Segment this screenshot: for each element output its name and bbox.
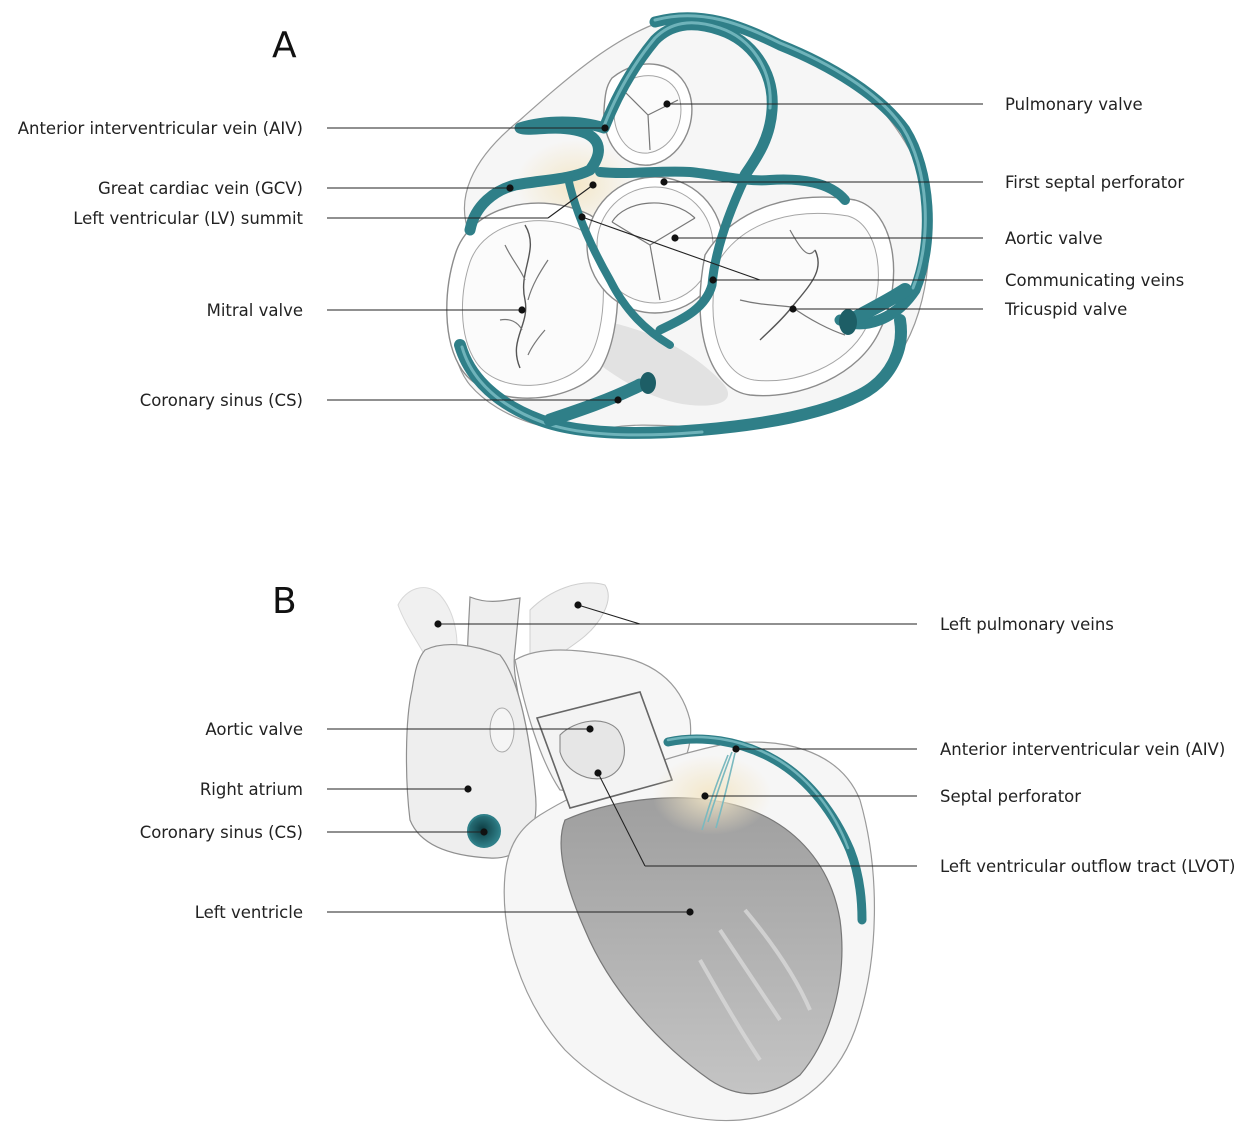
pulmonary-vein-right [530,583,608,661]
label-left-pulmonary-veins: Left pulmonary veins [940,615,1114,634]
panel-b: B [140,581,1236,1121]
panel-b-letter: B [272,581,297,622]
vein-opening-right [839,309,857,335]
right-atrium-appendage [490,708,514,752]
label-lv-summit: Left ventricular (LV) summit [73,209,303,228]
label-aiv-b: Anterior interventricular vein (AIV) [940,740,1225,759]
label-left-ventricle: Left ventricle [195,903,303,922]
label-lvot: Left ventricular outflow tract (LVOT) [940,857,1235,876]
label-first-septal-perforator: First septal perforator [1005,173,1184,192]
septal-highlight [652,755,772,835]
label-gcv: Great cardiac vein (GCV) [98,179,303,198]
label-aortic-valve-b: Aortic valve [205,720,303,739]
label-pulmonary-valve: Pulmonary valve [1005,95,1143,114]
label-cs-b: Coronary sinus (CS) [140,823,303,842]
label-septal-perforator: Septal perforator [940,787,1081,806]
label-cs-a: Coronary sinus (CS) [140,391,303,410]
panel-a-letter: A [272,25,297,66]
vein-opening-cs [640,372,656,394]
label-mitral-valve: Mitral valve [207,301,303,320]
panel-a: A [18,16,1185,435]
label-aortic-valve-a: Aortic valve [1005,229,1103,248]
label-communicating-veins: Communicating veins [1005,271,1184,290]
label-aiv-a: Anterior interventricular vein (AIV) [18,119,303,138]
label-right-atrium: Right atrium [200,780,303,799]
label-tricuspid-valve: Tricuspid valve [1004,300,1127,319]
